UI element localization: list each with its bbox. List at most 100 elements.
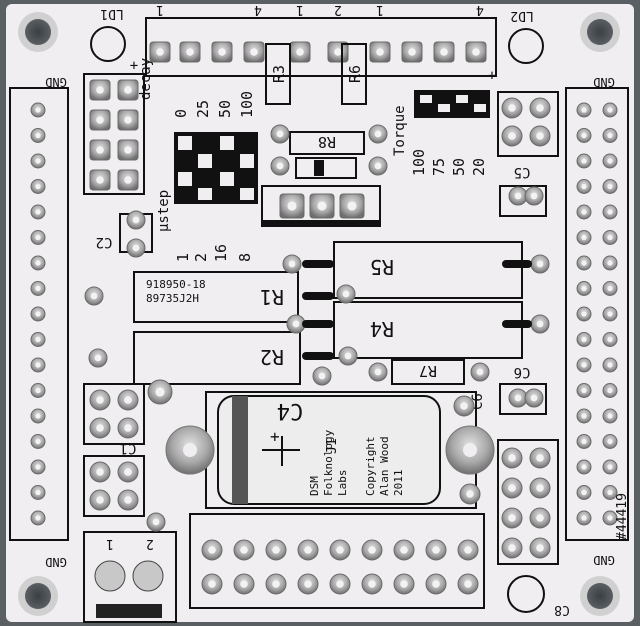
bottom-header-pad bbox=[425, 573, 447, 595]
left-jumper-pad bbox=[117, 389, 139, 411]
bottom-header-pad bbox=[297, 573, 319, 595]
right-header-pad bbox=[576, 357, 592, 373]
top-pin-2-mid: 2 bbox=[334, 2, 342, 17]
led-ld2: LD2 + bbox=[488, 8, 544, 84]
decay-label: decay bbox=[138, 58, 154, 100]
gnd-label-bl: GND bbox=[45, 555, 67, 569]
c6-pad bbox=[459, 483, 481, 505]
svg-text:C1: C1 bbox=[120, 440, 137, 456]
right-header-pad bbox=[602, 306, 618, 322]
jumper-block-left bbox=[83, 73, 145, 195]
top-header-pad bbox=[289, 41, 311, 63]
left-header-pad bbox=[30, 485, 46, 500]
right-header-pad bbox=[602, 408, 618, 424]
svg-text:16: 16 bbox=[212, 244, 230, 262]
right-header-pad bbox=[602, 510, 618, 526]
bottom-header-pad bbox=[233, 539, 255, 561]
resistor-r5: R5 bbox=[333, 241, 523, 299]
svg-text:R7: R7 bbox=[419, 362, 437, 380]
right-header-pad bbox=[602, 179, 618, 194]
gnd-label-br: GND bbox=[593, 553, 615, 567]
svg-text:+: + bbox=[130, 58, 138, 74]
top-pin-4-left: 4 bbox=[254, 2, 262, 17]
left-jumper-pad bbox=[117, 461, 139, 483]
svg-text:Copyright: Copyright bbox=[364, 436, 377, 496]
right-header-pad bbox=[576, 459, 592, 475]
right-jumper-pad bbox=[529, 537, 551, 559]
bottom-header-pad bbox=[265, 573, 287, 595]
resistor-r8: R8 bbox=[289, 131, 365, 155]
bottom-header-pad bbox=[393, 573, 415, 595]
right-header-pad bbox=[576, 102, 592, 118]
left-header-pad bbox=[30, 434, 46, 449]
jumper-pad bbox=[89, 139, 111, 161]
bottom-pin-header bbox=[189, 513, 485, 609]
right-header-pad bbox=[576, 306, 592, 322]
left-header-pad bbox=[30, 510, 46, 526]
decay-25: 25 bbox=[194, 100, 212, 118]
right-header-pad bbox=[602, 153, 618, 169]
left-jumper-pad bbox=[89, 461, 111, 483]
torque-dip-switch: Torque 100 75 50 20 bbox=[392, 90, 490, 176]
c5-pad bbox=[508, 186, 528, 206]
board-id: #44419 bbox=[615, 493, 630, 540]
top-header-pad bbox=[179, 41, 201, 63]
r8-pad bbox=[368, 124, 388, 144]
right-header-pad bbox=[576, 485, 592, 500]
right-jumper-pad bbox=[501, 447, 523, 469]
svg-text:50: 50 bbox=[450, 158, 468, 176]
jumper-pad bbox=[89, 109, 111, 131]
resistor-r6: R6 bbox=[341, 43, 367, 105]
ustep-label: μstep bbox=[156, 190, 172, 232]
right-header-pad bbox=[602, 459, 618, 475]
r4-pad bbox=[530, 314, 550, 334]
right-header-pad bbox=[602, 230, 618, 245]
r2-pad bbox=[88, 348, 108, 368]
c7-pad bbox=[524, 388, 544, 408]
r7-pad bbox=[312, 366, 332, 386]
c6-pad bbox=[453, 395, 475, 417]
top-header: 1 4 1 2 1 4 bbox=[145, 2, 497, 77]
svg-text:C8: C8 bbox=[554, 602, 570, 617]
bottom-header-pad bbox=[361, 573, 383, 595]
c2-pad bbox=[126, 210, 146, 230]
bottom-header-pad bbox=[201, 573, 223, 595]
right-header-pad bbox=[602, 357, 618, 373]
right-jumper-pad bbox=[529, 507, 551, 529]
misc-pad bbox=[146, 512, 166, 532]
bottom-header-pad bbox=[201, 539, 223, 561]
led-ld1: LD1 + bbox=[90, 6, 138, 74]
svg-text:2011: 2011 bbox=[392, 470, 405, 497]
decay-50: 50 bbox=[216, 100, 234, 118]
left-header-pad bbox=[30, 357, 46, 373]
left-jumper-pad bbox=[89, 389, 111, 411]
svg-text:Alan Wood: Alan Wood bbox=[378, 436, 391, 496]
svg-text:C2: C2 bbox=[96, 234, 113, 250]
left-pin-header bbox=[9, 87, 69, 541]
svg-text:R5: R5 bbox=[370, 255, 394, 279]
right-header-pad bbox=[602, 434, 618, 449]
bottom-header-pad bbox=[393, 539, 415, 561]
bottom-header-pad bbox=[329, 573, 351, 595]
right-header-pad bbox=[576, 383, 592, 398]
jumper-pad bbox=[117, 109, 139, 131]
svg-text:1: 1 bbox=[106, 536, 114, 551]
left-jumper-pad bbox=[117, 417, 139, 439]
c7-pad bbox=[508, 388, 528, 408]
svg-text:R6: R6 bbox=[346, 65, 364, 83]
top-pin-1-mid: 1 bbox=[296, 2, 304, 17]
bottom-header-pad bbox=[233, 573, 255, 595]
jumper-pad bbox=[89, 169, 111, 191]
left-header-pad bbox=[30, 332, 46, 347]
svg-text:C6: C6 bbox=[514, 364, 531, 380]
bottom-header-pad bbox=[361, 539, 383, 561]
c5-pad bbox=[524, 186, 544, 206]
misc-pad bbox=[147, 379, 173, 405]
capacitor-c5: C5 bbox=[499, 164, 547, 217]
jumper-pad bbox=[117, 79, 139, 101]
r5-pad bbox=[282, 254, 302, 274]
right-jumper-pad bbox=[501, 537, 523, 559]
r4-pad bbox=[286, 314, 306, 334]
left-header-pad bbox=[30, 459, 46, 475]
svg-text:R2: R2 bbox=[260, 345, 284, 369]
